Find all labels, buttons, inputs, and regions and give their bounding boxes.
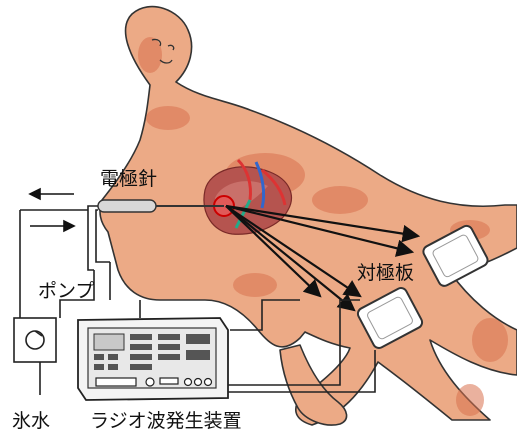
label-pump: ポンプ	[38, 282, 94, 301]
generator-screen	[94, 334, 124, 350]
label-counter-electrode: 対極板	[357, 264, 414, 283]
rf-generator	[78, 318, 228, 400]
label-electrode-needle: 電極針	[100, 170, 157, 189]
label-rf-generator: ラジオ波発生装置	[90, 412, 242, 431]
ice-water-pump-box	[14, 318, 56, 362]
label-ice-water: 氷水	[12, 412, 50, 431]
